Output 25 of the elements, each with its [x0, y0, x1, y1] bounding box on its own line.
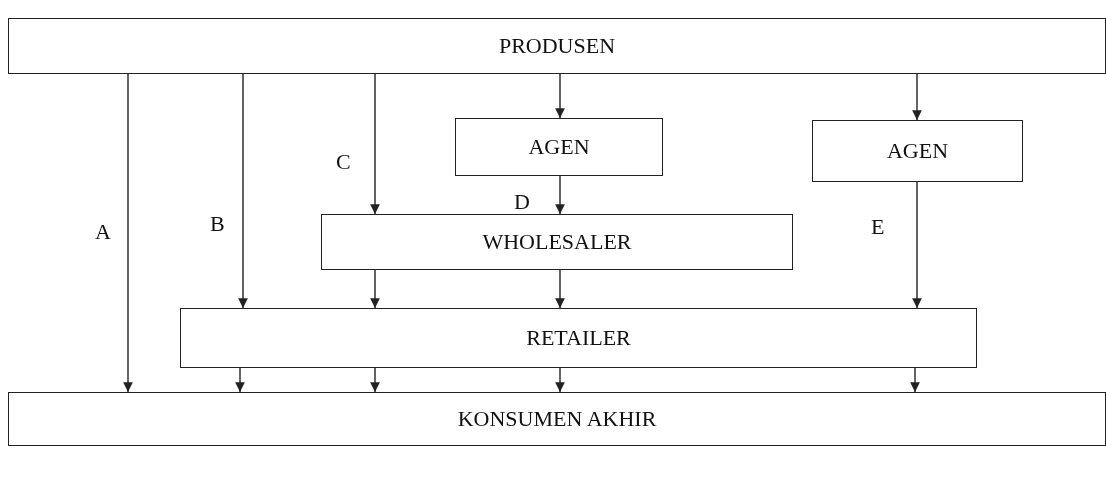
process-box: [321, 214, 793, 270]
box-label: WHOLESALER: [482, 229, 632, 255]
process-box: [812, 120, 1023, 182]
arrow: [370, 269, 380, 309]
process-box: [180, 308, 977, 368]
arrow: [370, 367, 380, 393]
arrow: [238, 73, 248, 309]
arrow: [912, 73, 922, 121]
process-box: [455, 118, 663, 176]
process-box: [8, 392, 1106, 446]
box-label: AGEN: [886, 138, 949, 164]
arrow: [555, 367, 565, 393]
arrow: [235, 367, 245, 393]
arrow: [555, 175, 565, 215]
arrow: [555, 73, 565, 119]
box-label: RETAILER: [526, 325, 631, 351]
arrow: [912, 181, 922, 309]
arrow: [555, 269, 565, 309]
process-box: [8, 18, 1106, 74]
box-label: KONSUMEN AKHIR: [457, 406, 657, 432]
box-label: PRODUSEN: [498, 33, 616, 59]
arrow: [370, 73, 380, 215]
arrow: [910, 367, 920, 393]
arrow: [123, 73, 133, 393]
box-label: AGEN: [528, 134, 590, 160]
